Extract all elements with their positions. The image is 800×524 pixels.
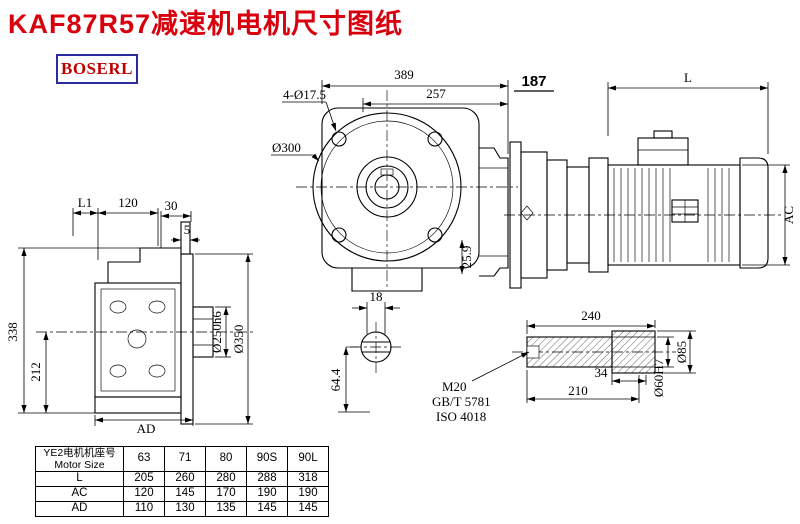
row-label-l: L <box>35 471 124 488</box>
shaft-end-view: 18 64.4 <box>328 289 402 413</box>
shaft-body-length-dim: 210 <box>568 383 588 398</box>
page-title: KAF87R57减速机电机尺寸图纸 <box>8 9 404 39</box>
shaft-bottom-dim: 64.4 <box>328 368 343 391</box>
table-cell: 110 <box>123 501 165 518</box>
table-cell: 135 <box>205 501 247 518</box>
thread-note: M20 <box>442 379 467 394</box>
table-cell: 145 <box>164 486 206 503</box>
row-label-ad: AD <box>35 501 124 518</box>
ad-dim: AD <box>137 421 156 436</box>
table-cell: 318 <box>287 471 329 488</box>
h338-dim: 338 <box>5 322 20 342</box>
brand-logo-text: BOSERL <box>61 59 133 78</box>
d5-dim: 5 <box>184 222 191 237</box>
motor-size-table: YE2电机机座号 Motor Size 63 71 80 90S 90L L 2… <box>35 445 329 518</box>
size-col-header-90l: 90L <box>287 445 329 473</box>
table-row-ac: AC 120 145 170 190 190 <box>35 486 329 503</box>
motor-size-header: YE2电机机座号 Motor Size <box>35 445 124 473</box>
table-row-l: L 205 260 280 288 318 <box>35 471 329 488</box>
table-cell: 145 <box>246 501 288 518</box>
table-cell: 120 <box>123 486 165 503</box>
h212-dim: 212 <box>28 362 43 382</box>
bolt-holes-note: 4-Ø17.5 <box>283 87 326 102</box>
table-row-ad: AD 110 130 135 145 145 <box>35 501 329 518</box>
motor-height-dim: AC <box>781 206 796 224</box>
flange-dia-note: Ø300 <box>272 140 301 155</box>
brand-logo: BOSERL <box>56 54 138 84</box>
bore-dia-dim: Ø60H7 <box>651 358 666 397</box>
front-overall-width-dim: 389 <box>394 67 414 82</box>
l1-dim: L1 <box>78 195 92 210</box>
terminal-box <box>637 137 689 166</box>
row-label-ac: AC <box>35 486 124 503</box>
key-width-dim: 18 <box>370 289 383 304</box>
left-view: L1 120 30 5 338 212 AD Ø250h6 Ø350 <box>5 195 256 436</box>
d120-dim: 120 <box>118 195 138 210</box>
size-col-header-63: 63 <box>123 445 165 473</box>
table-header-row: YE2电机机座号 Motor Size 63 71 80 90S 90L <box>35 445 329 473</box>
table-cell: 190 <box>287 486 329 503</box>
motor-size-header-en: Motor Size <box>54 459 105 472</box>
table-cell: 170 <box>205 486 247 503</box>
table-cell: 260 <box>164 471 206 488</box>
shaft-step-length-dim: 34 <box>595 365 609 380</box>
table-cell: 130 <box>164 501 206 518</box>
side-view-motor: 187 L AC <box>504 70 796 289</box>
size-col-header-71: 71 <box>164 445 206 473</box>
motor-size-header-cn: YE2电机机座号 <box>43 447 116 459</box>
d30-dim: 30 <box>165 198 178 213</box>
table-cell: 280 <box>205 471 247 488</box>
hub-outer-dia-dim: Ø85 <box>674 341 689 363</box>
flange-to-motor-dim: 187 <box>521 73 546 90</box>
table-cell: 190 <box>246 486 288 503</box>
left-flange-dia-dim: Ø350 <box>231 325 246 354</box>
standard-iso-note: ISO 4018 <box>436 409 486 424</box>
shaft-total-length-dim: 240 <box>581 308 601 323</box>
front-inner-width-dim: 257 <box>426 86 446 101</box>
motor-length-dim: L <box>684 70 692 85</box>
table-cell: 145 <box>287 501 329 518</box>
key-offset-dim: 25.9 <box>459 246 474 269</box>
fan-cover <box>739 157 769 269</box>
standard-gb-note: GB/T 5781 <box>432 394 491 409</box>
table-cell: 288 <box>246 471 288 488</box>
table-cell: 205 <box>123 471 165 488</box>
size-col-header-90s: 90S <box>246 445 288 473</box>
shaft-detail: 240 34 210 Ø60H7 Ø85 M20 GB/T 5781 ISO 4… <box>432 308 696 424</box>
size-col-header-80: 80 <box>205 445 247 473</box>
hub-dia-dim: Ø250h6 <box>209 311 224 353</box>
front-view: 389 257 4-Ø17.5 Ø300 25.9 <box>271 67 518 292</box>
